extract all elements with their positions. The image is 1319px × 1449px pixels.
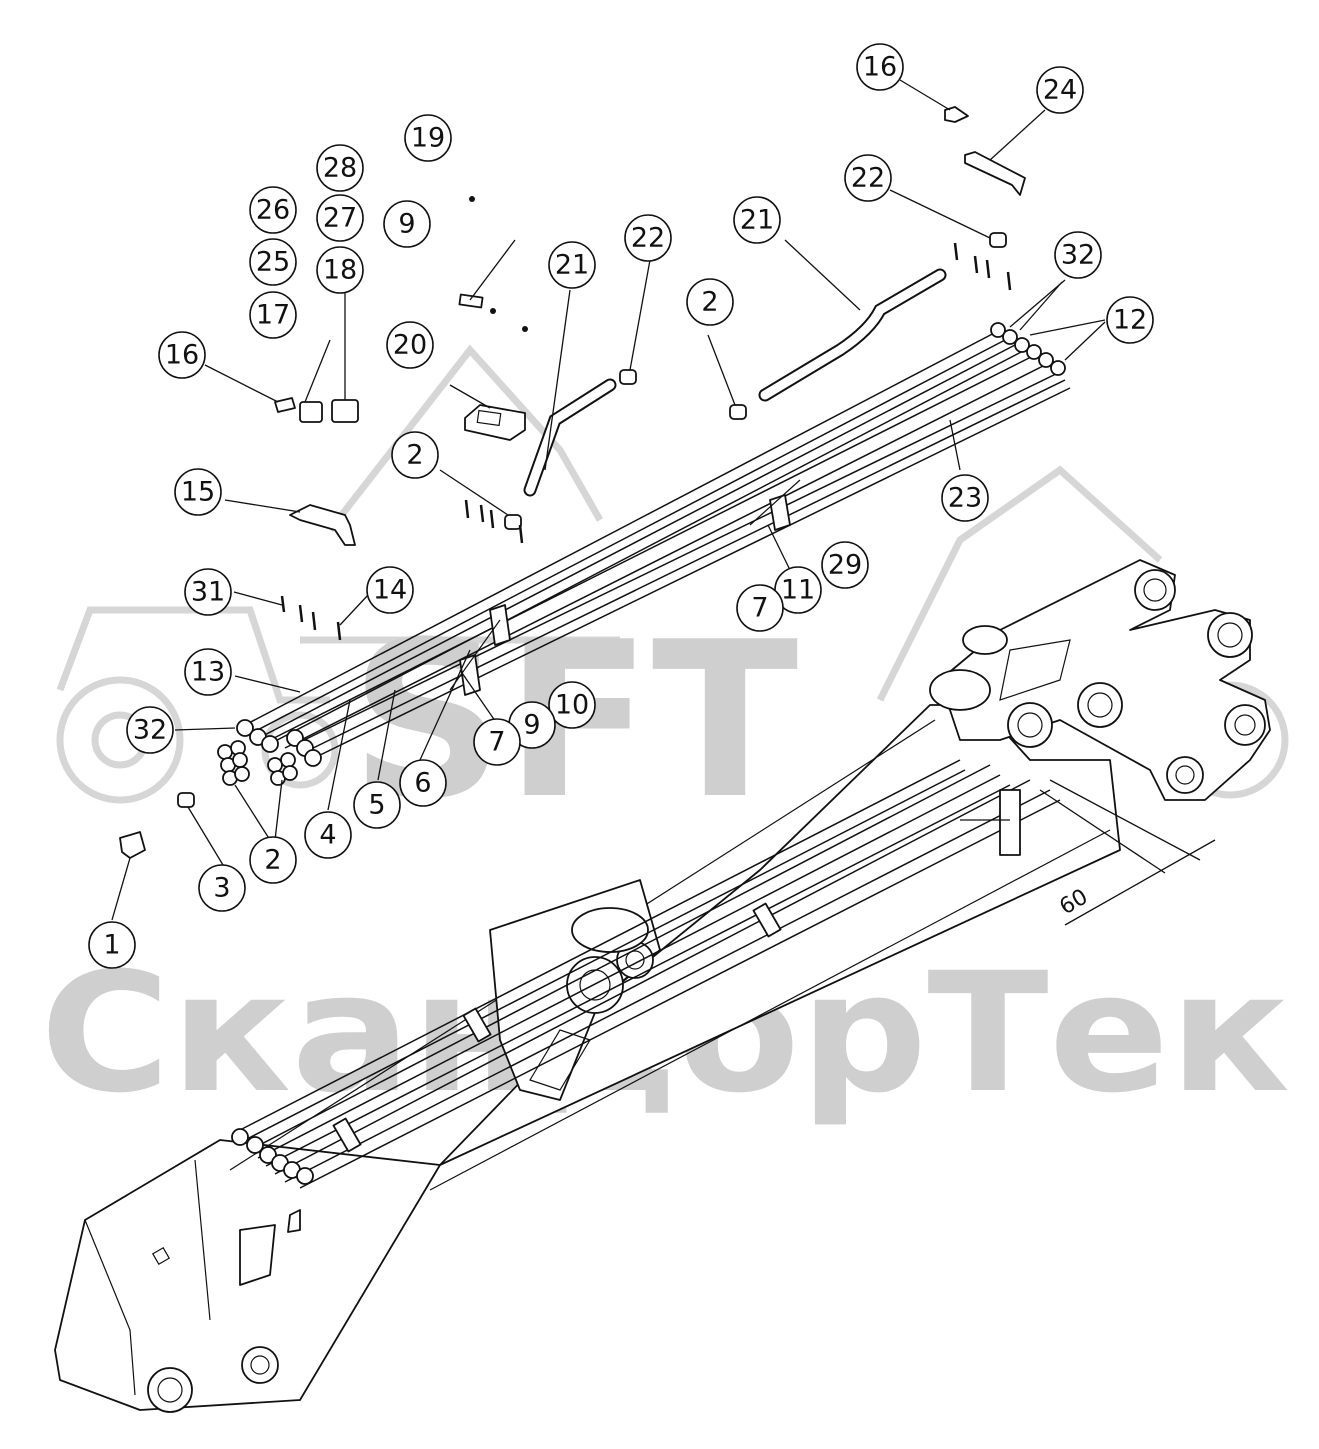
svg-text:26: 26 xyxy=(256,195,290,226)
loose-parts xyxy=(119,106,1026,859)
svg-text:5: 5 xyxy=(368,790,385,821)
svg-text:16: 16 xyxy=(863,52,897,83)
svg-text:9: 9 xyxy=(523,710,540,741)
bracket-15 xyxy=(289,504,356,546)
callout-3: 3 xyxy=(198,864,246,912)
svg-text:29: 29 xyxy=(828,550,862,581)
callout-22: 22 xyxy=(844,154,892,202)
callout-6: 6 xyxy=(399,759,447,807)
svg-text:12: 12 xyxy=(1113,305,1147,336)
callouts: 16 24 19 28 26 27 22 9 25 18 21 22 21 32… xyxy=(88,43,1154,969)
svg-text:28: 28 xyxy=(323,153,357,184)
callout-1: 1 xyxy=(88,921,136,969)
svg-text:14: 14 xyxy=(373,575,407,606)
callout-29: 29 xyxy=(821,541,869,589)
callout-23: 23 xyxy=(941,474,989,522)
tube-bundle xyxy=(236,322,1071,767)
callout-11: 11 xyxy=(774,566,822,614)
callout-17: 17 xyxy=(249,291,297,339)
callout-28: 28 xyxy=(316,144,364,192)
callout-2: 2 xyxy=(686,278,734,326)
callout-27: 27 xyxy=(316,194,364,242)
svg-text:13: 13 xyxy=(191,657,225,688)
callout-32: 32 xyxy=(1054,231,1102,279)
svg-text:7: 7 xyxy=(488,727,505,758)
svg-text:2: 2 xyxy=(406,440,423,471)
svg-text:11: 11 xyxy=(781,575,815,606)
callout-25: 25 xyxy=(249,238,297,286)
callout-16: 16 xyxy=(856,43,904,91)
callout-2: 2 xyxy=(249,836,297,884)
svg-text:7: 7 xyxy=(751,593,768,624)
callout-20: 20 xyxy=(386,321,434,369)
callout-7: 7 xyxy=(736,584,784,632)
svg-text:4: 4 xyxy=(319,820,336,851)
callout-10: 10 xyxy=(548,681,596,729)
svg-text:3: 3 xyxy=(213,873,230,904)
watermark-vehicle-left xyxy=(56,606,339,804)
svg-text:19: 19 xyxy=(411,123,445,154)
callout-26: 26 xyxy=(249,186,297,234)
svg-text:16: 16 xyxy=(165,340,199,371)
svg-text:24: 24 xyxy=(1043,75,1077,106)
svg-text:21: 21 xyxy=(740,205,774,236)
leader-lines xyxy=(111,79,1106,921)
svg-text:18: 18 xyxy=(323,255,357,286)
callout-32: 32 xyxy=(126,706,174,754)
callout-31: 31 xyxy=(184,568,232,616)
svg-text:1: 1 xyxy=(103,930,120,961)
callout-12: 12 xyxy=(1106,296,1154,344)
boom-head xyxy=(939,559,1271,801)
callout-19: 19 xyxy=(404,114,452,162)
svg-text:22: 22 xyxy=(851,163,885,194)
callout-15: 15 xyxy=(174,468,222,516)
callout-21: 21 xyxy=(733,196,781,244)
svg-text:23: 23 xyxy=(948,483,982,514)
svg-text:31: 31 xyxy=(191,577,225,608)
callout-21: 21 xyxy=(548,241,596,289)
dimension-label: 60 xyxy=(1056,885,1093,921)
svg-text:2: 2 xyxy=(264,845,281,876)
callout-5: 5 xyxy=(353,781,401,829)
callout-14: 14 xyxy=(366,566,414,614)
boom-tubes xyxy=(231,759,1061,1189)
callout-2: 2 xyxy=(391,431,439,479)
svg-text:21: 21 xyxy=(555,250,589,281)
callout-7: 7 xyxy=(473,718,521,766)
svg-text:25: 25 xyxy=(256,247,290,278)
svg-text:10: 10 xyxy=(555,690,589,721)
callout-9: 9 xyxy=(383,200,431,248)
callout-24: 24 xyxy=(1036,66,1084,114)
callout-4: 4 xyxy=(304,811,352,859)
svg-text:9: 9 xyxy=(398,209,415,240)
callout-18: 18 xyxy=(316,246,364,294)
svg-text:6: 6 xyxy=(414,768,431,799)
svg-text:20: 20 xyxy=(393,330,427,361)
svg-text:22: 22 xyxy=(631,223,665,254)
boom xyxy=(54,559,1271,1413)
plate-20 xyxy=(464,404,526,441)
callout-13: 13 xyxy=(184,648,232,696)
svg-text:27: 27 xyxy=(323,203,357,234)
svg-text:17: 17 xyxy=(256,300,290,331)
plate-24 xyxy=(964,151,1026,196)
svg-text:32: 32 xyxy=(1061,240,1095,271)
callout-22: 22 xyxy=(624,214,672,262)
svg-text:32: 32 xyxy=(133,715,167,746)
svg-text:15: 15 xyxy=(181,477,215,508)
callout-16: 16 xyxy=(158,331,206,379)
svg-text:2: 2 xyxy=(701,287,718,318)
